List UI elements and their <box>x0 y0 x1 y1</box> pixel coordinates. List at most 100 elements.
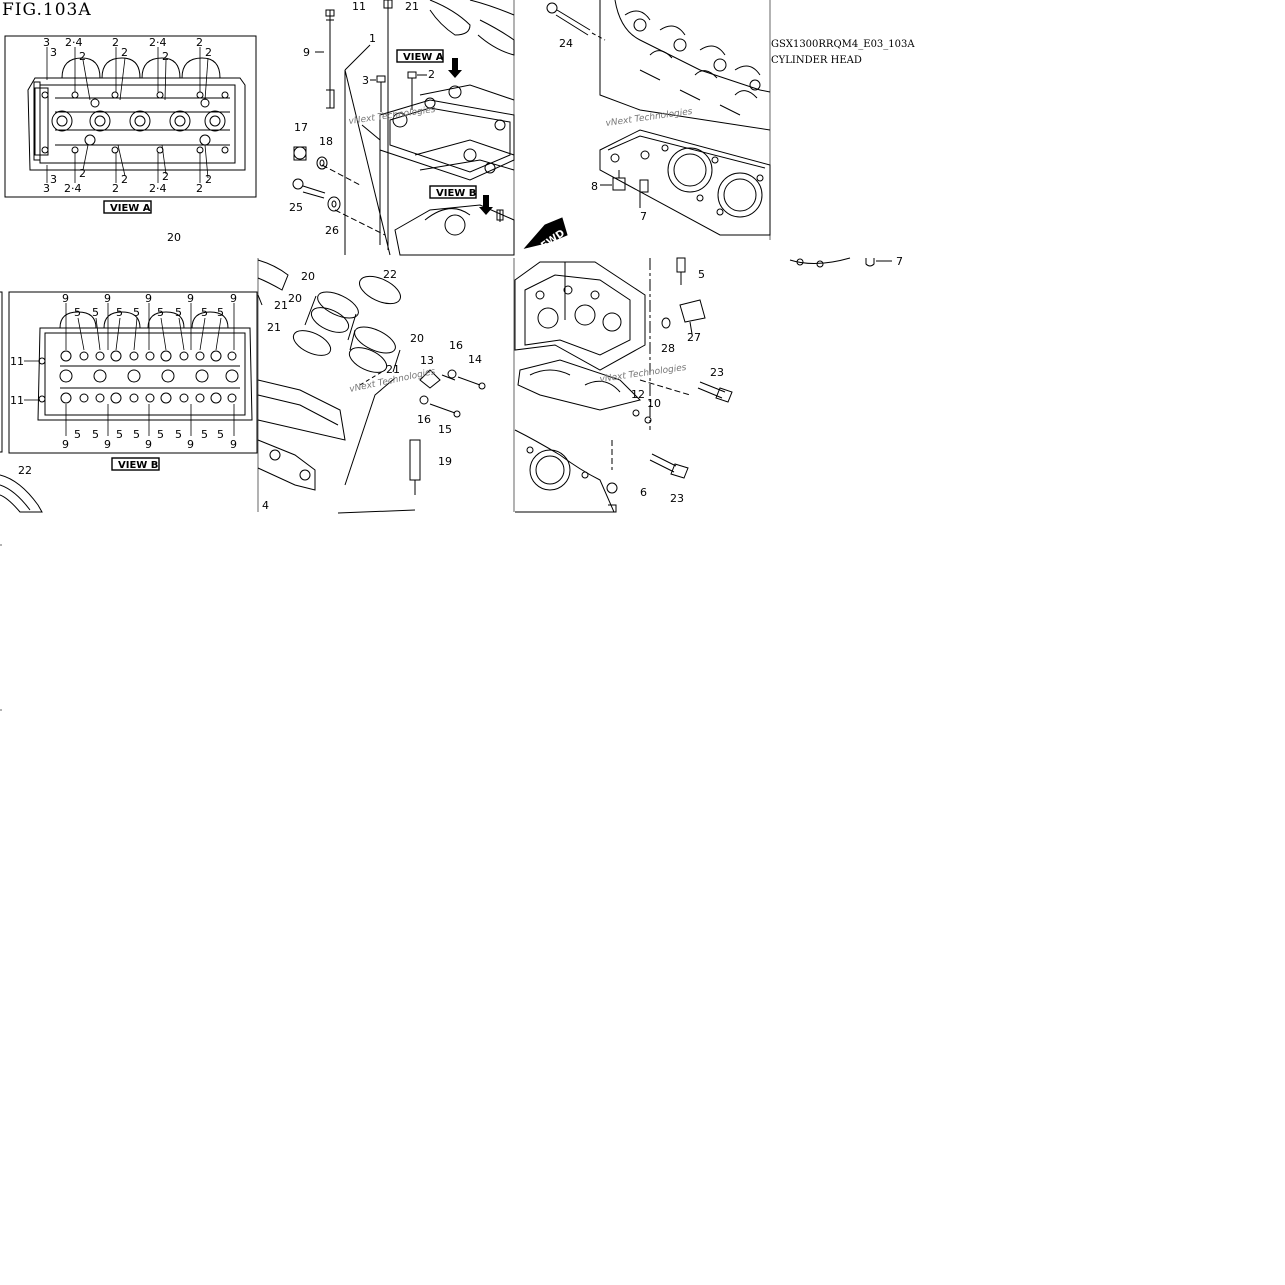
callout-2: 2 <box>428 68 435 81</box>
right-top-assembly <box>546 0 771 236</box>
callout-16b: 16 <box>417 413 431 426</box>
callout-20a: 20 <box>167 231 181 244</box>
callout-13: 13 <box>420 354 434 367</box>
va-mid-3: 2 <box>121 173 128 186</box>
callout-3: 3 <box>362 74 369 87</box>
right-bottom-assembly <box>514 257 892 513</box>
callout-25: 25 <box>289 201 303 214</box>
view-b-indicator-box <box>429 185 477 199</box>
va-mid-2: 2 <box>79 167 86 180</box>
vb-9-2: 9 <box>145 292 152 305</box>
callout-7b: 7 <box>896 255 903 268</box>
vb-b-5: 5 <box>133 428 140 441</box>
vb-b-6: 9 <box>145 438 152 451</box>
vb-5-5: 5 <box>175 306 182 319</box>
va-bot-2: 2 <box>112 182 119 195</box>
view-b-label-text: 9 9 9 9 9 5 5 5 5 5 5 5 5 5 5 5 5 5 5 5 … <box>10 292 237 451</box>
view-b-label-box <box>111 457 160 471</box>
view-b-indicator: VIEW B <box>436 188 476 199</box>
callout-17: 17 <box>294 121 308 134</box>
va-top-0: 3 <box>43 36 50 49</box>
callout-1: 1 <box>369 32 376 45</box>
callout-24: 24 <box>559 37 573 50</box>
callout-20b: 20 <box>301 270 315 283</box>
vb-b-4: 5 <box>116 428 123 441</box>
callout-8: 8 <box>591 180 598 193</box>
callout-12: 12 <box>631 388 645 401</box>
vb-5-4: 5 <box>157 306 164 319</box>
callout-9: 9 <box>303 46 310 59</box>
vb-5-0: 5 <box>74 306 81 319</box>
vb-b-9: 9 <box>187 438 194 451</box>
va-bot-1: 2·4 <box>64 182 82 195</box>
view-a-indicator: VIEW A <box>403 52 444 63</box>
view-b-caption: VIEW B <box>118 460 158 471</box>
left-edge-fragment <box>0 291 3 453</box>
view-a-cylinder-head <box>27 57 246 171</box>
vb-9-0: 9 <box>62 292 69 305</box>
view-b-bolt-rows <box>59 350 239 404</box>
vb-b-2: 5 <box>92 428 99 441</box>
callout-21a: 21 <box>405 0 419 13</box>
vb-5-6: 5 <box>201 306 208 319</box>
va-top-2: 2 <box>112 36 119 49</box>
va-mid-1: 2 <box>205 46 212 59</box>
model-info: GSX1300RRQM4_E03_103A CYLINDER HEAD <box>771 37 915 69</box>
center-bottom-assembly <box>257 259 486 514</box>
callout-18: 18 <box>319 135 333 148</box>
vb-b-10: 5 <box>201 428 208 441</box>
vb-5-3: 5 <box>133 306 140 319</box>
clamp-fragment <box>0 474 43 513</box>
view-a-label-box <box>103 200 152 214</box>
va-bot-4: 2 <box>162 170 169 183</box>
view-a-indicator-box <box>396 49 444 63</box>
watermark-4: vNext Technologies <box>599 363 687 385</box>
va-bot-5b: 2 <box>196 182 203 195</box>
vb-b-0: 9 <box>62 438 69 451</box>
callout-15: 15 <box>438 423 452 436</box>
center-top-assembly <box>292 0 515 256</box>
va-top-3: 2 <box>196 36 203 49</box>
callout-14: 14 <box>468 353 482 366</box>
va-top-1: 2·4 <box>65 36 83 49</box>
callout-6: 6 <box>640 486 647 499</box>
panel-dividers <box>0 0 771 711</box>
vb-b-1: 5 <box>74 428 81 441</box>
va-bot-0b: 3 <box>50 173 57 186</box>
callout-27: 27 <box>687 331 701 344</box>
section-name: CYLINDER HEAD <box>771 55 862 66</box>
vb-b-7: 5 <box>157 428 164 441</box>
vb-5-7: 5 <box>217 306 224 319</box>
va-bot-3: 2·4 <box>149 182 167 195</box>
vb-b-8: 5 <box>175 428 182 441</box>
vb-5-2: 5 <box>116 306 123 319</box>
watermark-1: vNext Technologies <box>348 105 436 127</box>
callout-21c: 21 <box>267 321 281 334</box>
va-bot-0: 3 <box>43 182 50 195</box>
callout-10: 10 <box>647 397 661 410</box>
va-mid-0: 2 <box>121 46 128 59</box>
vb-9-4: 9 <box>230 292 237 305</box>
callout-numbers: 1 2 3 4 5 6 7 7 8 9 10 11 12 13 14 15 16… <box>18 0 903 512</box>
vb-b-3: 9 <box>104 438 111 451</box>
view-arrows <box>448 58 493 215</box>
vb-5-1: 5 <box>92 306 99 319</box>
callout-23b: 23 <box>670 492 684 505</box>
watermark-2: vNext Technologies <box>605 107 693 129</box>
vb-9-3: 9 <box>187 292 194 305</box>
va-top-4: 2·4 <box>149 36 167 49</box>
callout-22b: 22 <box>18 464 32 477</box>
view-b-cylinder-head <box>37 311 253 421</box>
callout-22a: 22 <box>383 268 397 281</box>
callout-16a: 16 <box>449 339 463 352</box>
callout-5: 5 <box>698 268 705 281</box>
va-bot-5: 2 <box>205 173 212 186</box>
view-a-frame <box>4 35 257 198</box>
callout-26: 26 <box>325 224 339 237</box>
vb-side-0: 11 <box>10 355 24 368</box>
vb-b-11: 5 <box>217 428 224 441</box>
callout-20d: 20 <box>410 332 424 345</box>
callout-7a: 7 <box>640 210 647 223</box>
